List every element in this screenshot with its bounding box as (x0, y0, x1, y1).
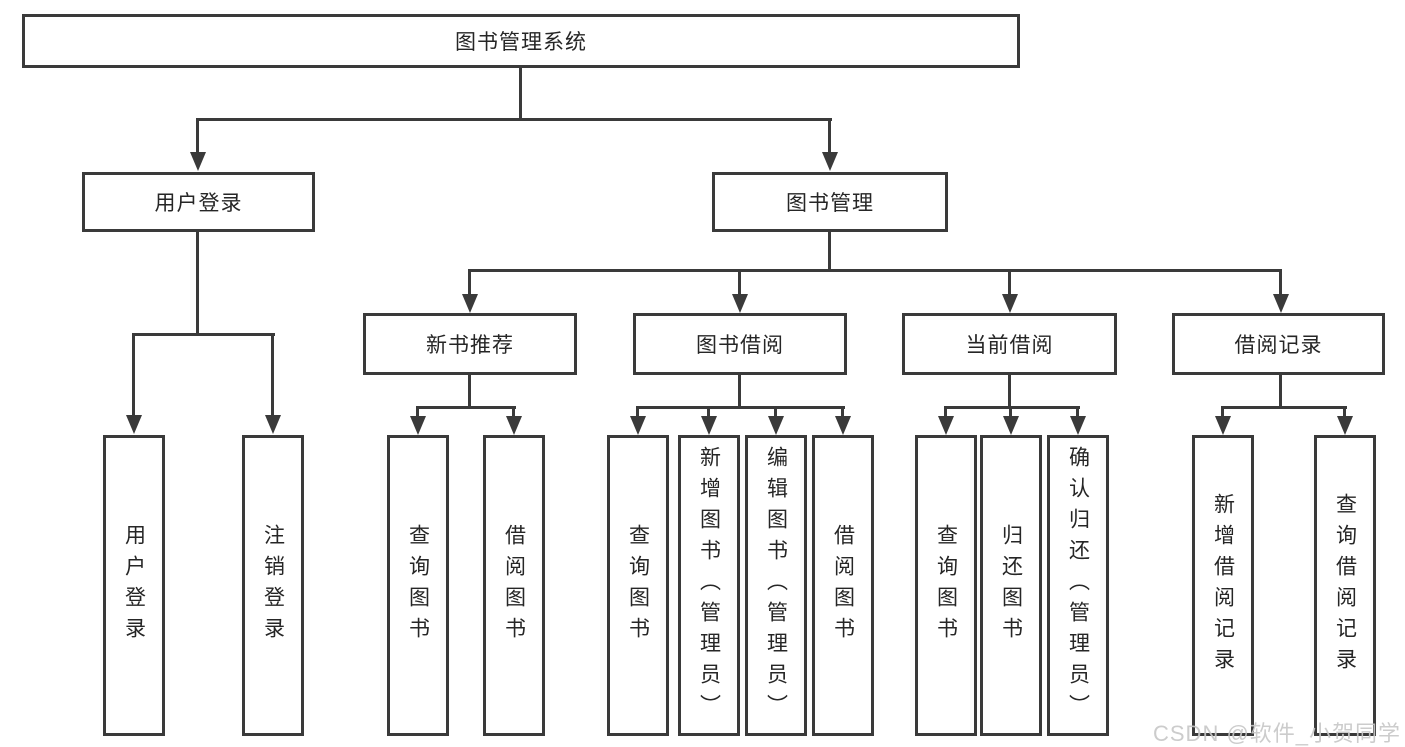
connector-line (196, 232, 199, 336)
node-borrow-records: 借阅记录 (1172, 313, 1385, 375)
connector-line (519, 68, 522, 120)
arrow-down-icon (1070, 416, 1086, 435)
node-label: 图书借阅 (696, 334, 784, 357)
connector-line (1221, 406, 1224, 418)
node-label: 借阅记录 (1234, 334, 1323, 357)
node-label: 新增图书（管理员） (697, 446, 721, 725)
connector-line (468, 269, 471, 297)
connector-line (944, 406, 1080, 409)
connector-line (1221, 406, 1347, 409)
arrow-down-icon (1002, 294, 1018, 313)
node-book-borrowing: 图书借阅 (633, 313, 847, 375)
connector-line (738, 269, 741, 297)
leaf-add-book-admin: 新增图书（管理员） (678, 435, 740, 736)
node-label: 用户登录 (122, 523, 146, 648)
csdn-watermark: CSDN @软件_小贺同学 (1153, 721, 1402, 746)
node-label: 借阅图书 (831, 523, 855, 648)
arrow-down-icon (630, 416, 646, 435)
node-label: 新书推荐 (426, 334, 514, 357)
arrow-down-icon (1337, 416, 1353, 435)
node-label: 借阅图书 (502, 523, 526, 648)
node-current-borrowing: 当前借阅 (902, 313, 1117, 375)
node-label: 用户登录 (154, 192, 243, 215)
node-new-book-recommend: 新书推荐 (363, 313, 577, 375)
node-label: 查询借阅记录 (1333, 492, 1357, 679)
leaf-user-login: 用户登录 (103, 435, 165, 736)
arrow-down-icon (732, 294, 748, 313)
connector-line (828, 118, 831, 154)
node-label: 编辑图书（管理员） (764, 446, 788, 725)
arrow-down-icon (506, 416, 522, 435)
node-label: 新增借阅记录 (1211, 492, 1235, 679)
connector-line (944, 406, 947, 418)
arrow-down-icon (938, 416, 954, 435)
connector-line (1008, 269, 1011, 297)
node-label: 注销登录 (261, 523, 285, 648)
node-label: 图书管理系统 (455, 31, 587, 54)
node-library-system: 图书管理系统 (22, 14, 1020, 68)
arrow-down-icon (265, 415, 281, 434)
leaf-edit-book-admin: 编辑图书（管理员） (745, 435, 807, 736)
connector-line (774, 406, 777, 418)
leaf-confirm-return-admin: 确认归还（管理员） (1047, 435, 1109, 736)
arrow-down-icon (190, 152, 206, 171)
connector-line (1008, 375, 1011, 409)
node-label: 查询图书 (934, 523, 958, 648)
connector-line (636, 406, 639, 418)
connector-line (1279, 375, 1282, 409)
node-user-login: 用户登录 (82, 172, 315, 232)
leaf-query-book-recommend: 查询图书 (387, 435, 449, 736)
connector-line (1279, 269, 1282, 297)
connector-line (196, 118, 832, 121)
connector-line (416, 406, 516, 409)
node-label: 当前借阅 (965, 334, 1054, 357)
connector-line (132, 333, 275, 336)
arrow-down-icon (410, 416, 426, 435)
leaf-query-book-current: 查询图书 (915, 435, 977, 736)
node-label: 确认归还（管理员） (1066, 446, 1090, 725)
arrow-down-icon (126, 415, 142, 434)
arrow-down-icon (462, 294, 478, 313)
arrow-down-icon (1003, 416, 1019, 435)
arrow-down-icon (822, 152, 838, 171)
leaf-query-book-borrowing: 查询图书 (607, 435, 669, 736)
arrow-down-icon (1273, 294, 1289, 313)
node-label: 查询图书 (406, 523, 430, 648)
leaf-return-book: 归还图书 (980, 435, 1042, 736)
connector-line (468, 375, 471, 409)
node-label: 归还图书 (999, 523, 1023, 648)
connector-line (196, 118, 199, 154)
connector-line (636, 406, 845, 409)
leaf-logout: 注销登录 (242, 435, 304, 736)
connector-line (841, 406, 844, 418)
leaf-borrow-book: 借阅图书 (812, 435, 874, 736)
arrow-down-icon (701, 416, 717, 435)
leaf-borrow-book-recommend: 借阅图书 (483, 435, 545, 736)
connector-line (468, 269, 1282, 272)
connector-line (828, 232, 831, 272)
connector-line (132, 333, 135, 417)
connector-line (512, 406, 515, 418)
connector-line (1076, 406, 1079, 418)
arrow-down-icon (1215, 416, 1231, 435)
arrow-down-icon (768, 416, 784, 435)
connector-line (1343, 406, 1346, 418)
connector-line (1009, 406, 1012, 418)
connector-line (738, 375, 741, 409)
connector-line (416, 406, 419, 418)
connector-line (707, 406, 710, 418)
connector-line (271, 333, 274, 417)
node-label: 查询图书 (626, 523, 650, 648)
node-book-management: 图书管理 (712, 172, 948, 232)
leaf-query-borrow-record: 查询借阅记录 (1314, 435, 1376, 736)
node-label: 图书管理 (786, 192, 874, 215)
leaf-add-borrow-record: 新增借阅记录 (1192, 435, 1254, 736)
arrow-down-icon (835, 416, 851, 435)
